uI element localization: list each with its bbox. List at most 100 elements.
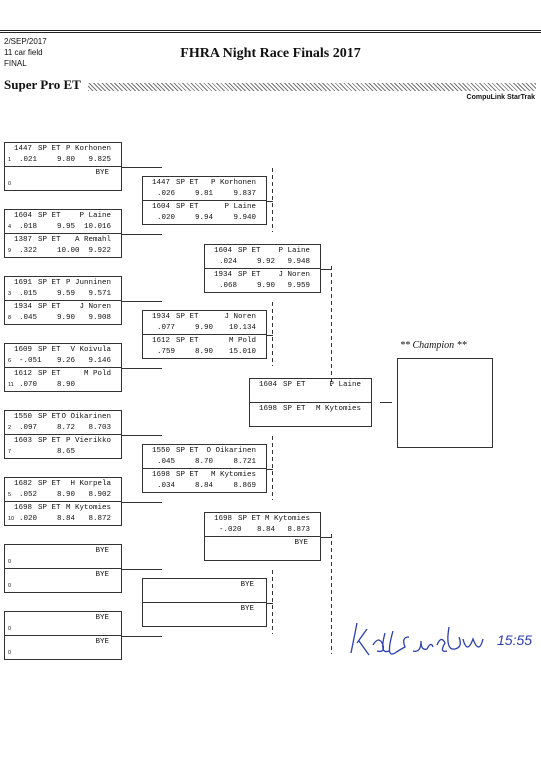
car-class: SP ET: [38, 370, 61, 378]
seed-number: 9: [8, 248, 12, 254]
reaction-time: .034: [157, 482, 176, 490]
car-number: 1603: [14, 437, 33, 445]
car-class: SP ET: [238, 247, 261, 255]
class-name: Super Pro ET: [4, 77, 81, 92]
car-class: SP ET: [38, 236, 61, 244]
seed-number: 11: [8, 382, 14, 388]
dial-in: 8.90: [57, 491, 76, 499]
bracket-connector: [122, 435, 162, 436]
car-class: SP ET: [176, 337, 199, 345]
car-class: SP ET: [38, 480, 61, 488]
car-number: 1698: [152, 471, 171, 479]
reaction-time: -.020: [219, 526, 242, 534]
car-number: 1934: [14, 303, 33, 311]
car-class: SP ET: [38, 413, 61, 421]
dial-in: 9.26: [57, 357, 76, 365]
bracket-connector: [267, 335, 273, 336]
reaction-time: .070: [19, 381, 38, 389]
elapsed-time: 9.940: [233, 214, 256, 222]
seed-number: 2: [8, 425, 12, 431]
bye-label: BYE: [95, 571, 109, 579]
reaction-time: .024: [219, 258, 238, 266]
car-class: SP ET: [176, 203, 199, 211]
car-number: 1934: [152, 313, 171, 321]
car-number: 1698: [259, 405, 278, 413]
bracket-connector: [331, 534, 332, 654]
reaction-time: .052: [19, 491, 38, 499]
dial-in: 9.95: [57, 223, 76, 231]
elapsed-time: 8.902: [88, 491, 111, 499]
round-name: FINAL: [4, 59, 27, 68]
car-class: SP ET: [38, 212, 61, 220]
reaction-time: .045: [157, 458, 176, 466]
elapsed-time: 9.837: [233, 190, 256, 198]
bracket-connector: [321, 269, 331, 270]
car-number: 1934: [214, 271, 233, 279]
seed-number: 8: [8, 315, 12, 321]
elapsed-time: 15.010: [228, 348, 256, 356]
car-number: 1604: [152, 203, 171, 211]
race-date: 2/SEP/2017: [4, 37, 47, 46]
bracket-connector: [331, 266, 332, 386]
bracket-connector: [267, 603, 273, 604]
bye-label: BYE: [95, 547, 109, 555]
driver-name: M Kytomies: [210, 471, 256, 479]
elapsed-time: 9.146: [88, 357, 111, 365]
champion-box: [397, 358, 493, 448]
dial-in: 8.84: [195, 482, 214, 490]
driver-name: P Laine: [224, 203, 256, 211]
dial-in: 8.90: [195, 348, 214, 356]
elapsed-time: 9.948: [287, 258, 310, 266]
bye-label: BYE: [240, 605, 254, 613]
bracket-connector: [122, 569, 162, 570]
driver-name: H Korpela: [70, 480, 111, 488]
driver-name: M Kytomies: [315, 405, 361, 413]
car-number: 1698: [14, 504, 33, 512]
elapsed-time: 9.571: [88, 290, 111, 298]
reaction-time: .045: [19, 314, 38, 322]
driver-name: P Laine: [79, 212, 111, 220]
bracket-connector: [267, 201, 273, 202]
bracket-connector: [122, 167, 162, 168]
top-rule-2: [0, 32, 541, 33]
dial-in: 8.84: [257, 526, 276, 534]
hatch-bar: [88, 83, 536, 91]
car-class: SP ET: [238, 515, 261, 523]
driver-name: A Remahl: [74, 236, 111, 244]
dial-in: 8.65: [57, 448, 76, 456]
car-number: 1609: [14, 346, 33, 354]
driver-name: P Korhonen: [210, 179, 256, 187]
reaction-time: .026: [157, 190, 176, 198]
dial-in: 10.00: [57, 247, 80, 255]
seed-number: 0: [8, 583, 12, 589]
car-class: SP ET: [38, 346, 61, 354]
seed-number: 10: [8, 516, 15, 522]
entry-slot: BYE: [205, 537, 320, 561]
seed-number: 4: [8, 224, 12, 230]
dial-in: 9.80: [57, 156, 76, 164]
driver-name: O Oikarinen: [61, 413, 111, 421]
driver-name: P Laine: [329, 381, 361, 389]
final-match: 1604 SP ET P Laine 1698 SP ET M Kytomies: [249, 378, 372, 427]
elapsed-time: 10.134: [228, 324, 256, 332]
